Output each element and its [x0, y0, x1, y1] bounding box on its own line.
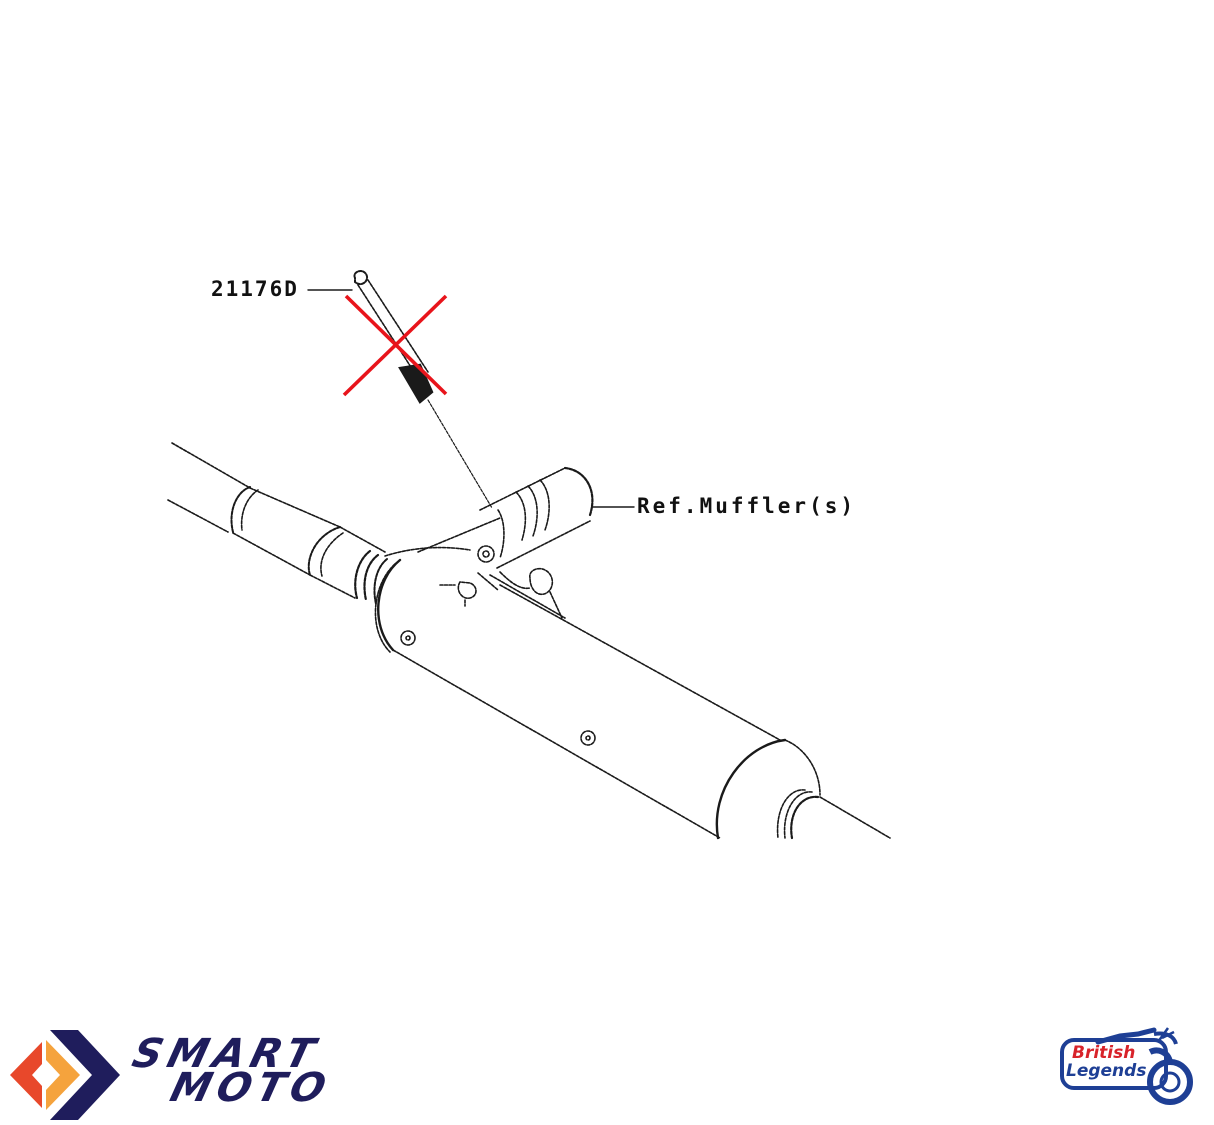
british-legends-line2: Legends — [1066, 1061, 1147, 1081]
british-legends-logo: British Legends — [1058, 1022, 1198, 1112]
smart-moto-line2: MOTO — [165, 1065, 337, 1111]
part-number-label: 21176D — [211, 277, 299, 301]
motorcycle-icon — [1060, 1027, 1193, 1105]
muffler-body — [374, 546, 891, 840]
reference-muffler-label: Ref.Muffler(s) — [637, 494, 857, 518]
removed-cross-icon — [342, 294, 448, 397]
sensor-21176d — [353, 270, 493, 509]
british-legends-line1: British — [1072, 1043, 1136, 1063]
smart-moto-chevron-icon — [10, 1030, 120, 1120]
muffler-inlet-pipe — [417, 466, 594, 569]
smart-moto-logo: SMART MOTO — [8, 1030, 368, 1120]
left-exhaust-pipe — [167, 442, 388, 605]
muffler-bracket — [439, 545, 566, 619]
